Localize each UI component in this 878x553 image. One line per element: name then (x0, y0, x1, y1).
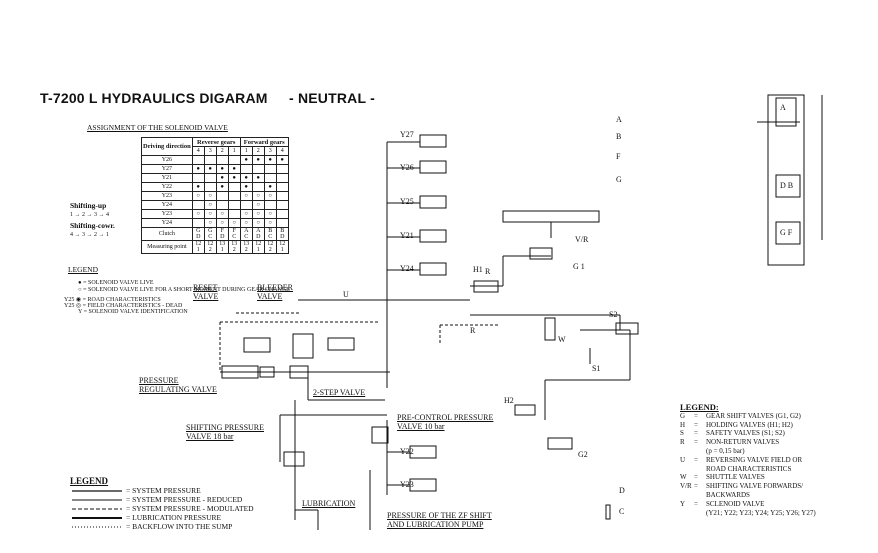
legend-row: S=SAFETY VALVES (S1; S2) (680, 429, 785, 438)
y21-label: Y21 (400, 231, 414, 240)
legend-bottom-item: = SYSTEM PRESSURE - REDUCED (126, 495, 243, 504)
gear-number: 1 (239, 146, 253, 156)
page-title: T-7200 L HYDRAULICS DIGARAM (40, 90, 268, 106)
legend-item: ○ = SOLENOID VALVE LIVE FOR A SHORT MOME… (78, 287, 290, 293)
row-label: Y26 (141, 155, 193, 165)
legend-item: ● = SOLENOID VALVE LIVE (78, 280, 154, 286)
legend-row: (p = 0,15 bar) (706, 446, 745, 455)
schematic-letter: G F (780, 228, 793, 237)
legend-item: Y = SOLENOID VALVE IDENTIFICATION (78, 309, 188, 315)
reset-valve-label: RESET VALVE (193, 283, 219, 301)
gear-number: 4 (191, 146, 205, 156)
gear-number: 3 (203, 146, 217, 156)
clutch-letter: D (619, 486, 625, 495)
driving-direction-header: Driving direction (141, 137, 193, 156)
u-label: U (343, 290, 349, 299)
row-label: Y21 (141, 173, 193, 183)
y25-label: Y25 (400, 197, 414, 206)
vr-label: V/R (575, 235, 589, 244)
legend-row: G=GEAR SHIFT VALVES (G1, G2) (680, 411, 801, 420)
y24-label: Y24 (400, 264, 414, 273)
legend-row: H=HOLDING VALVES (H1; H2) (680, 420, 793, 429)
row-label: Y22 (141, 182, 193, 192)
legend-item: Y25 ◎ = FIELD CHARACTERISTICS - DEAD (64, 303, 183, 309)
legend-row: (Y21; Y22; Y23; Y24; Y25; Y26; Y27) (706, 508, 816, 517)
gear-number: 3 (263, 146, 277, 156)
y26-label: Y26 (400, 163, 414, 172)
legend-bottom-item: = LUBRICATION PRESSURE (126, 513, 222, 522)
legend-small-heading: LEGEND (68, 265, 98, 274)
row-label: Y24 (141, 218, 193, 228)
schematic-letter: A (780, 103, 786, 112)
r-label-1: R (485, 267, 491, 276)
shift-up-sequence: 1 → 2 → 3 → 4 (70, 212, 109, 218)
assignment-heading: ASSIGNMENT OF THE SOLENOID VALVE (87, 123, 228, 132)
clutch-letter: F (616, 152, 621, 161)
legend-bottom-heading: LEGEND (70, 476, 109, 486)
gear-number: 2 (251, 146, 265, 156)
r-label-2: R (470, 326, 476, 335)
two-step-valve-label: 2-STEP VALVE (313, 388, 366, 397)
shift-down-sequence: 4 → 3 → 2 → 1 (70, 232, 109, 238)
h1-label: H1 (473, 265, 483, 274)
shifting-pressure-valve-label: SHIFTING PRESSURE VALVE 18 bar (186, 423, 265, 441)
legend-item: Y25 ◉ = ROAD CHARACTERISTICS (64, 297, 161, 303)
pre-control-valve-label: PRE-CONTROL PRESSURE VALVE 10 bar (397, 413, 494, 431)
row-label: Y23 (141, 209, 193, 219)
forward-header: Forward gears (239, 137, 289, 147)
clutch-header: Clutch (141, 227, 193, 241)
s2-label: S2 (609, 310, 618, 319)
clutch-letter: C (619, 507, 625, 516)
bleeder-valve-label: BLEEDER VALVE (257, 283, 293, 301)
gear-number: 4 (275, 146, 289, 156)
gear-number: 1 (227, 146, 241, 156)
solenoid-assignment-table: Driving direction Reverse gears Forward … (141, 137, 289, 254)
y22-label: Y22 (400, 447, 414, 456)
g1-label: G 1 (573, 262, 585, 271)
legend-row: BACKWARDS (706, 490, 750, 499)
legend-row: R=NON-RETURN VALVES (680, 438, 780, 447)
s1-label: S1 (592, 364, 601, 373)
page-subtitle: - NEUTRAL - (289, 90, 375, 106)
h2-label: H2 (504, 396, 514, 405)
gear-number: 2 (215, 146, 229, 156)
clutch-letter: G (616, 175, 622, 184)
y27-label: Y27 (400, 130, 414, 139)
w-label: W (558, 335, 566, 344)
zf-pump-label: PRESSURE OF THE ZF SHIFT AND LUBRICATION… (387, 511, 492, 529)
clutch-letter: A (616, 115, 622, 124)
reverse-header: Reverse gears (191, 137, 241, 147)
legend-bottom-item: = SYSTEM PRESSURE (126, 486, 201, 495)
legend-row: U=REVERSING VALVE FIELD OR (680, 455, 803, 464)
clutch-letter: B (616, 132, 622, 141)
shift-up-label: Shifting-up (70, 201, 107, 210)
lubrication-label: LUBRICATION (302, 499, 356, 508)
legend-row: Y=SCLENOID VALVE (680, 499, 765, 508)
legend-right-heading: LEGEND: (680, 402, 719, 412)
pressure-regulating-valve-label: PRESSURE REGULATING VALVE (139, 376, 217, 394)
y23-label: Y23 (400, 480, 414, 489)
legend-row: W=SHUTTLE VALVES (680, 473, 765, 482)
legend-row: V/R=SHIFTING VALVE FORWARDS/ (680, 482, 804, 491)
legend-row: ROAD CHARACTERISTICS (706, 464, 792, 473)
legend-right: LEGEND: G=GEAR SHIFT VALVES (G1, G2) H=H… (680, 403, 816, 517)
g2-label: G2 (578, 450, 588, 459)
legend-bottom-item: = BACKFLOW INTO THE SUMP (126, 522, 233, 531)
shift-down-label: Shifting-cowr. (70, 221, 115, 230)
row-label: Y24 (141, 200, 193, 210)
legend-bottom-item: = SYSTEM PRESSURE - MODULATED (126, 504, 254, 513)
schematic-letter: D B (780, 181, 794, 190)
measuring-header: Measuring point (141, 240, 193, 254)
row-label: Y23 (141, 191, 193, 201)
row-label: Y27 (141, 164, 193, 174)
